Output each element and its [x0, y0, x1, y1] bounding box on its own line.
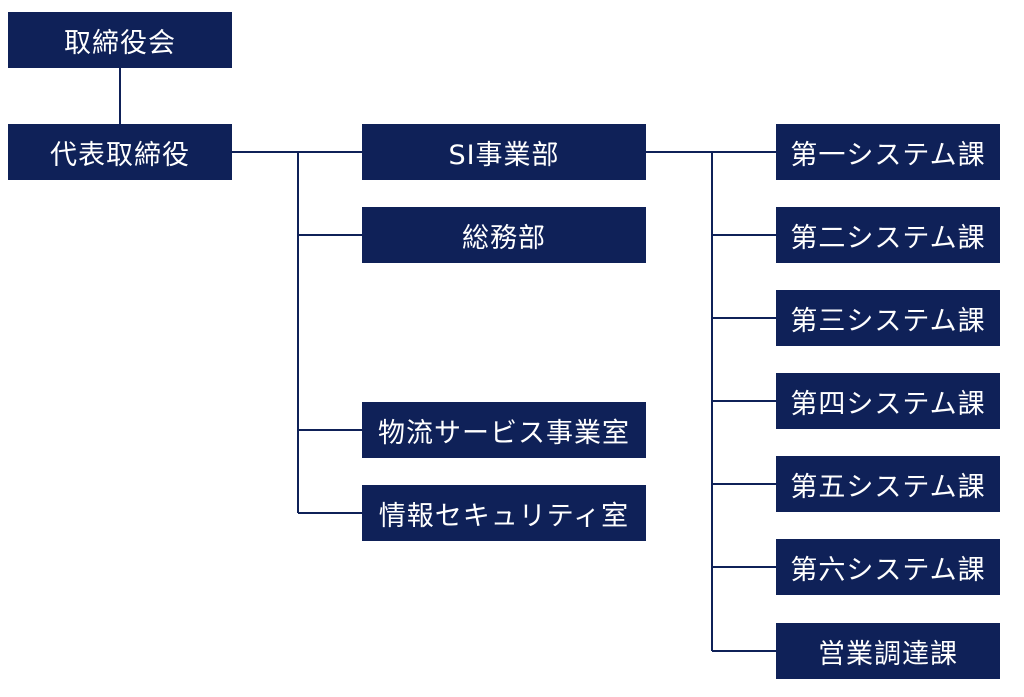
node-general-affairs: 総務部	[362, 207, 646, 263]
node-system-section-1: 第一システム課	[776, 124, 1000, 180]
node-sales-procurement-section: 営業調達課	[776, 623, 1000, 679]
node-system-section-2: 第二システム課	[776, 207, 1000, 263]
node-system-section-3: 第三システム課	[776, 290, 1000, 346]
node-ceo: 代表取締役	[8, 124, 232, 180]
node-system-section-5: 第五システム課	[776, 456, 1000, 512]
node-system-section-6: 第六システム課	[776, 539, 1000, 595]
node-si-division: SI事業部	[362, 124, 646, 180]
node-info-security-office: 情報セキュリティ室	[362, 485, 646, 541]
node-board: 取締役会	[8, 12, 232, 68]
node-logistics-office: 物流サービス事業室	[362, 402, 646, 458]
node-system-section-4: 第四システム課	[776, 373, 1000, 429]
